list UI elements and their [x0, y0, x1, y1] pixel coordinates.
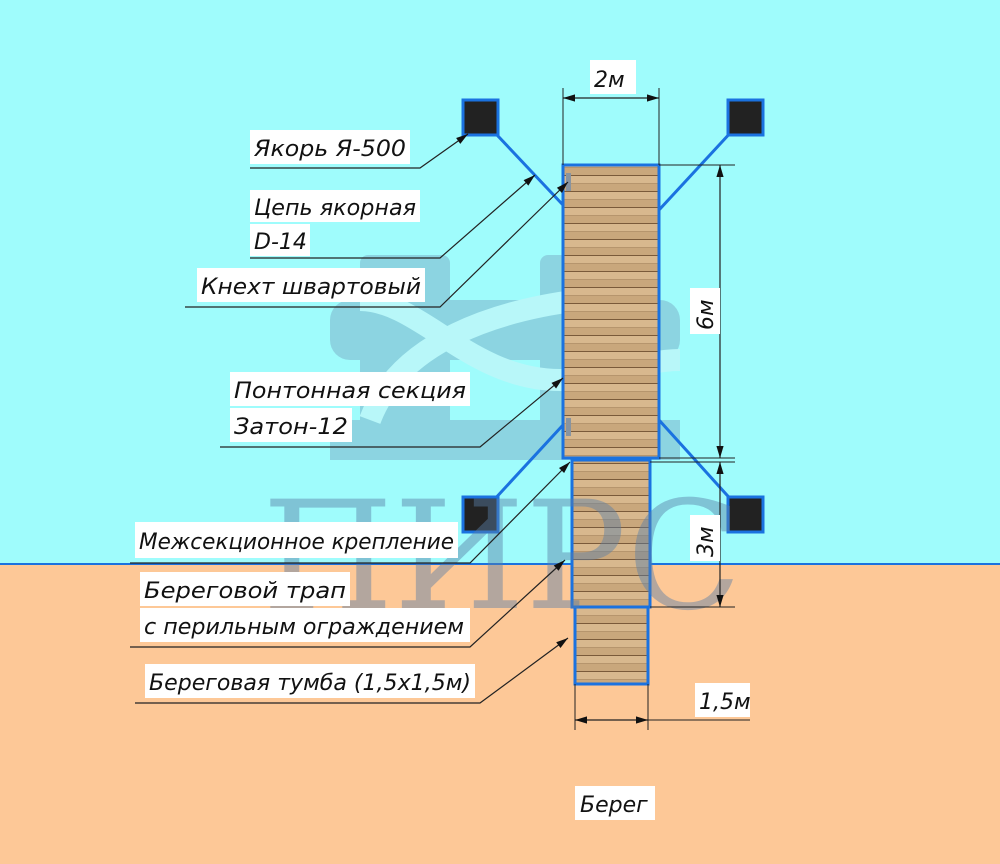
callout-text: Береговая тумба (1,5х1,5м)	[149, 671, 471, 696]
callout-bollard: Кнехт швартовый	[185, 181, 569, 308]
anchor-block	[461, 98, 500, 137]
dim-label: 1,5м	[699, 690, 751, 715]
callout-text: Береговой трап	[144, 579, 346, 604]
dim-gangway-length: 3м	[650, 461, 735, 608]
dim-label: 3м	[694, 526, 719, 557]
callout-text: Понтонная секция	[234, 379, 466, 404]
callout-pontoon: Понтонная секция Затон-12	[220, 372, 564, 448]
shore-label: Берег	[575, 786, 655, 820]
bollard-cleat	[566, 173, 571, 191]
dim-label: 6м	[694, 299, 719, 330]
water-area	[0, 0, 1000, 564]
anchor-block	[726, 98, 765, 137]
callout-text: Цепь якорная	[254, 196, 416, 221]
shore-post	[573, 605, 650, 686]
pontoon-section	[561, 163, 661, 460]
anchor-block	[461, 495, 500, 534]
dim-pontoon-width: 2м	[562, 60, 660, 165]
callout-text: Межсекционное крепление	[139, 530, 454, 555]
anchor-block	[726, 495, 765, 534]
gangway	[570, 458, 652, 609]
callout-joint: Межсекционное крепление	[130, 461, 571, 564]
callout-chain: Цепь якорная D-14	[250, 174, 536, 259]
dim-label: 2м	[594, 68, 625, 93]
dim-post-width: 1,5м	[574, 683, 751, 730]
bollard-cleat	[566, 418, 571, 436]
callout-anchor: Якорь Я-500	[250, 130, 469, 169]
callout-text: Затон-12	[234, 415, 348, 440]
callout-text: с перильным ограждением	[144, 615, 464, 640]
callout-text: Кнехт швартовый	[201, 275, 421, 300]
callout-gangway: Береговой трап с перильным ограждением	[130, 559, 566, 648]
shore-text: Берег	[580, 793, 648, 818]
callout-shore-post: Береговая тумба (1,5х1,5м)	[135, 637, 569, 704]
callout-text: D-14	[254, 230, 307, 255]
dim-pontoon-length: 6м	[659, 164, 735, 459]
callout-text: Якорь Я-500	[253, 137, 406, 162]
